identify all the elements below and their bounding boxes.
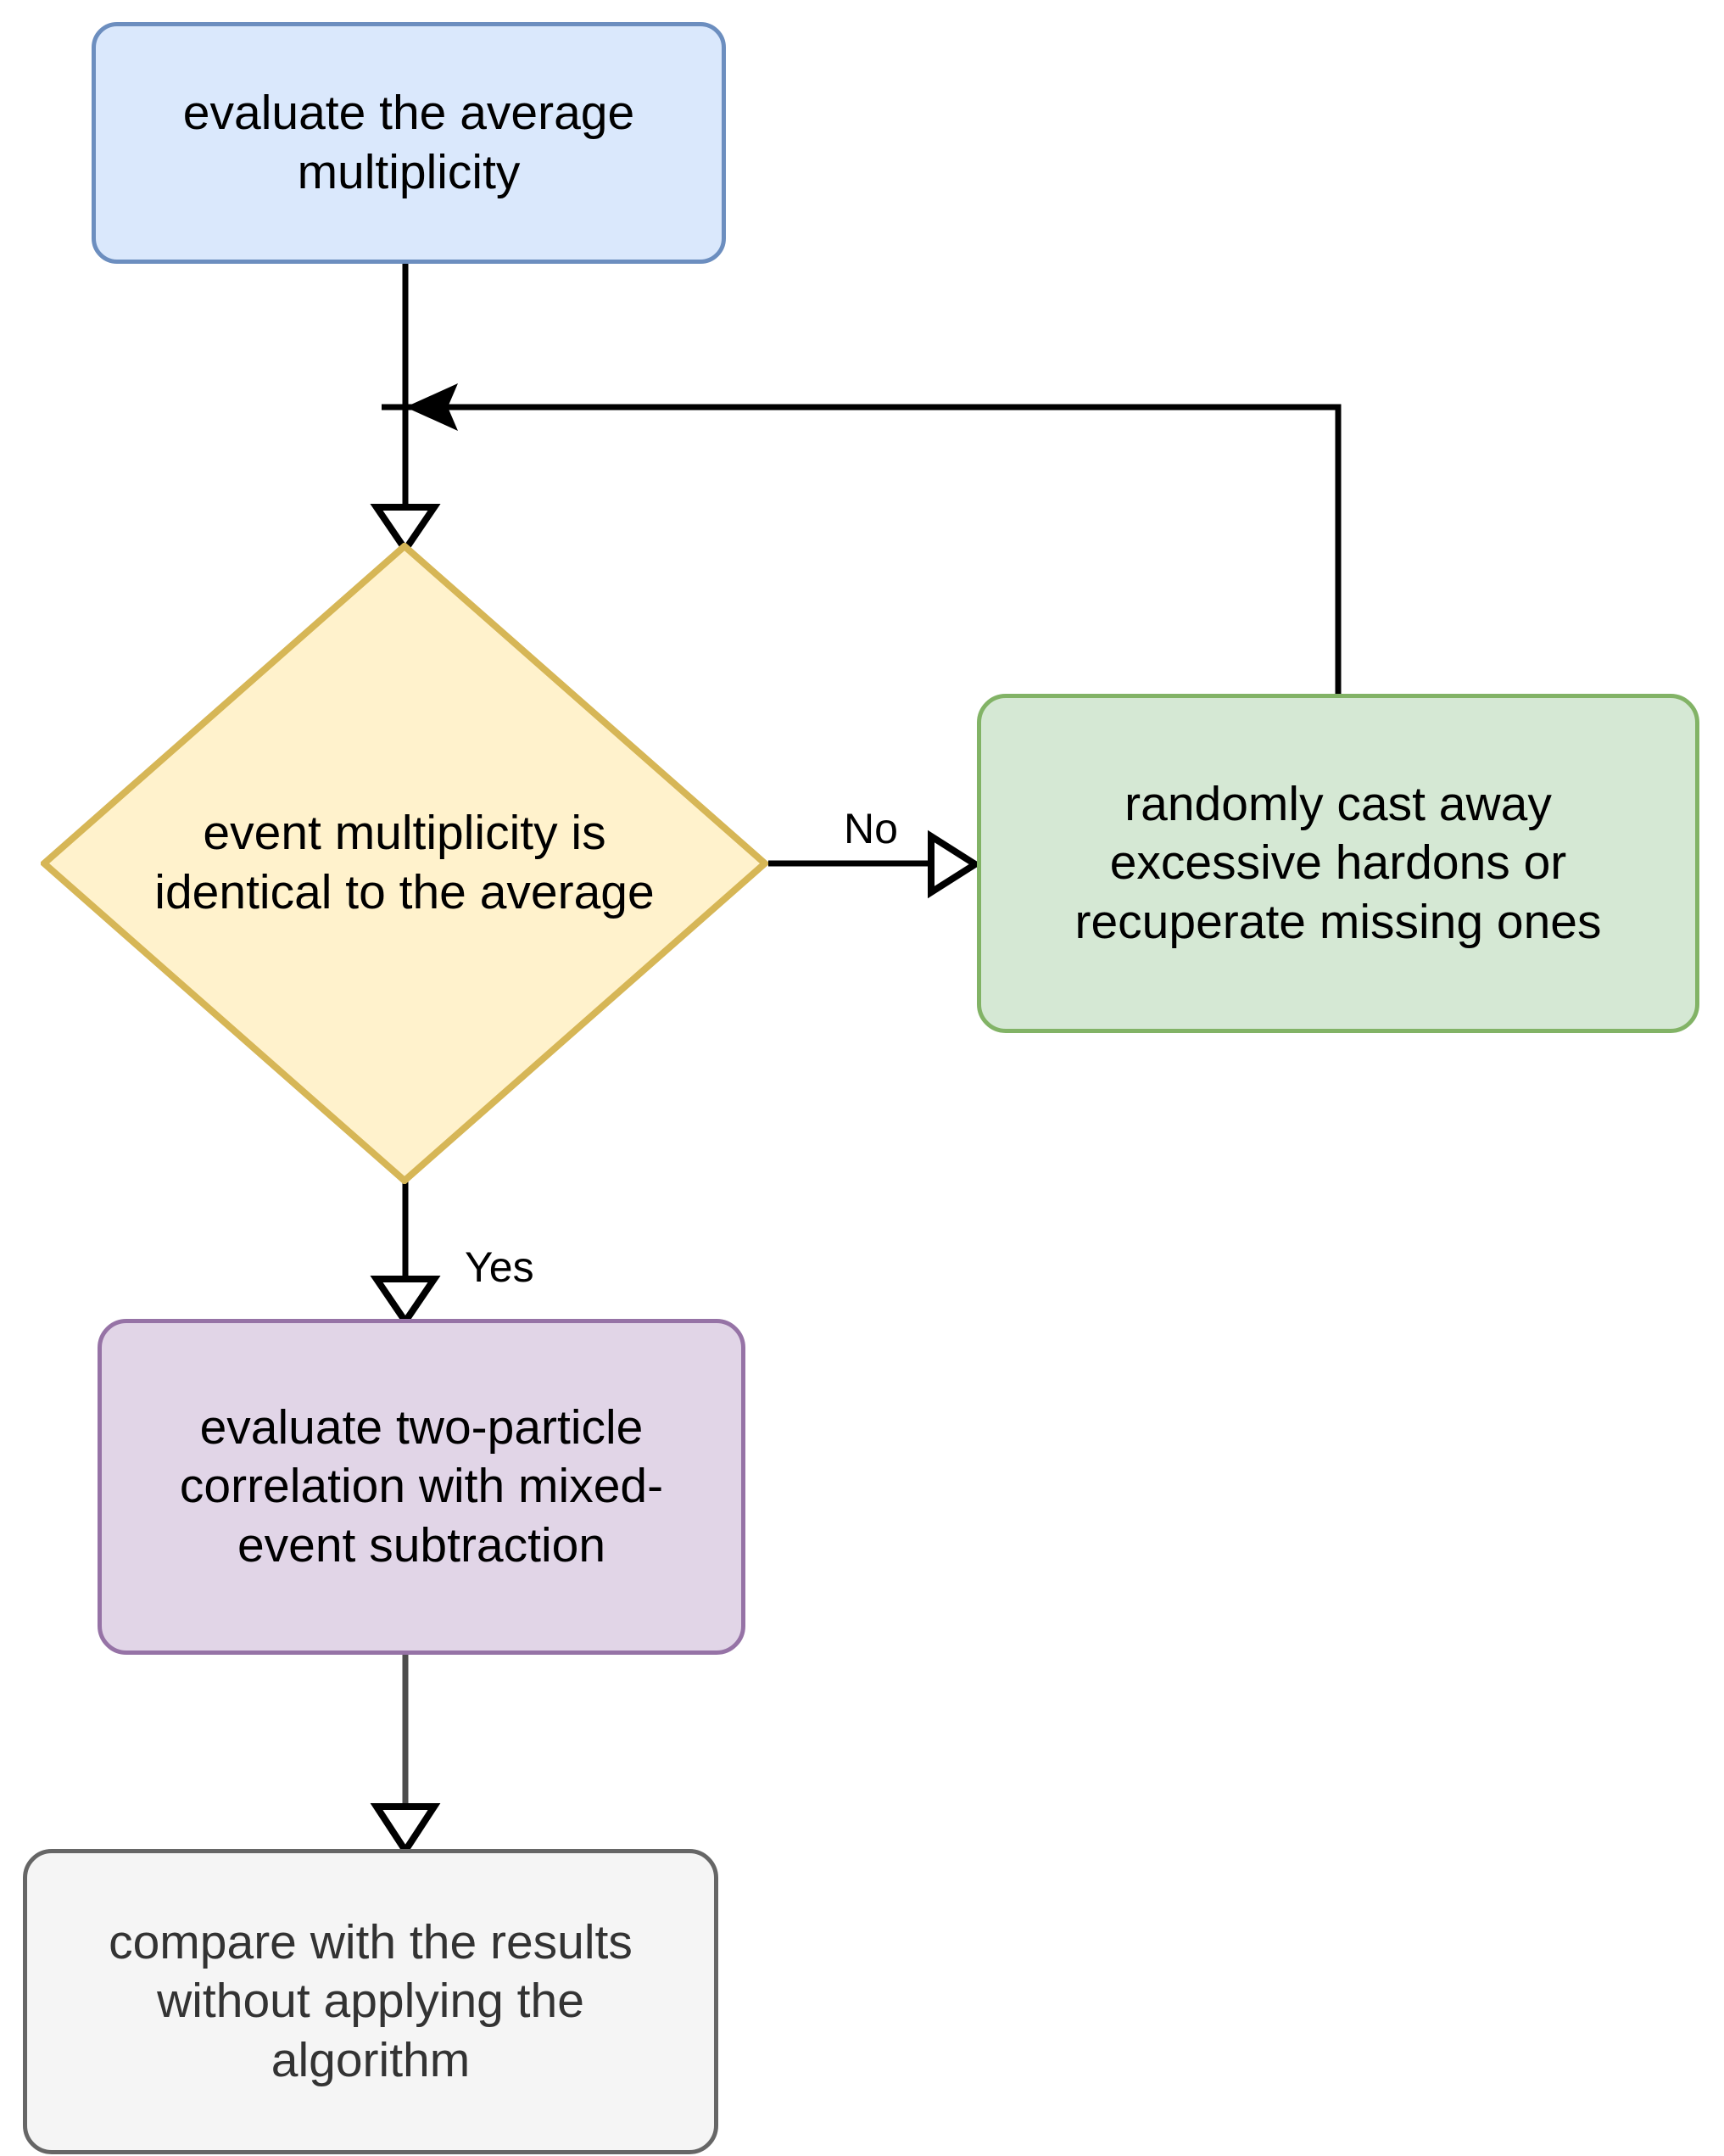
node-decision-event-multiplicity[interactable]: event multiplicity is identical to the a… xyxy=(41,543,768,1184)
node-randomly-cast-away-hadrons[interactable]: randomly cast away excessive hardons or … xyxy=(977,694,1699,1033)
node-start-label: evaluate the average multiplicity xyxy=(182,85,635,199)
node-evaluate-two-particle-correlation[interactable]: evaluate two-particle correlation with m… xyxy=(98,1319,745,1655)
edge-label-yes: Yes xyxy=(465,1243,534,1291)
edge-correlation-to-compare xyxy=(370,1655,441,1857)
node-compare-label: compare with the results without applyin… xyxy=(109,1914,633,2087)
diamond-shape xyxy=(41,543,768,1184)
node-compare-with-results[interactable]: compare with the results without applyin… xyxy=(23,1849,718,2154)
edge-start-to-decision xyxy=(370,264,441,556)
node-correlation-label: evaluate two-particle correlation with m… xyxy=(179,1399,664,1572)
node-decision-label: event multiplicity is identical to the a… xyxy=(154,806,655,919)
edge-decision-to-correlation xyxy=(370,1181,441,1328)
node-adjust-label: randomly cast away excessive hardons or … xyxy=(1074,776,1602,949)
edge-label-no: No xyxy=(844,805,898,852)
node-evaluate-average-multiplicity[interactable]: evaluate the average multiplicity xyxy=(92,22,726,264)
